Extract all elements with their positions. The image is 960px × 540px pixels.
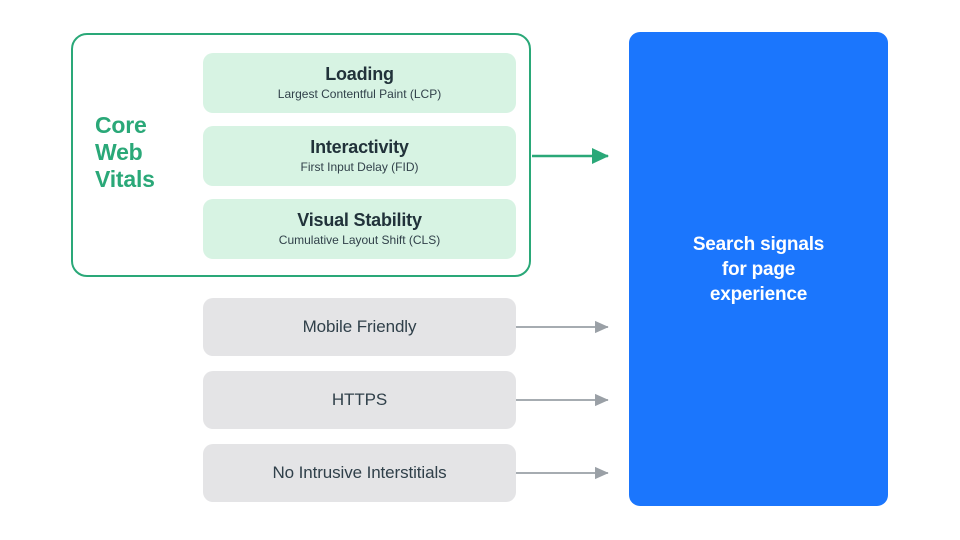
signal-box-https[interactable]: HTTPS	[203, 371, 516, 429]
signal-box-https-label: HTTPS	[331, 390, 388, 409]
signal-box-mobile-friendly-label: Mobile Friendly	[302, 317, 417, 336]
vital-card-visual-stability-subtitle: Cumulative Layout Shift (CLS)	[278, 232, 441, 247]
search-signals-panel-title: Search signals for page experience	[692, 233, 825, 305]
vital-card-interactivity[interactable]: Interactivity First Input Delay (FID)	[203, 126, 516, 186]
signal-box-mobile-friendly[interactable]: Mobile Friendly	[203, 298, 516, 356]
vital-card-loading[interactable]: Loading Largest Contentful Paint (LCP)	[203, 53, 516, 113]
search-signals-panel[interactable]: Search signals for page experience	[629, 32, 888, 506]
core-web-vitals-group-label: Core Web Vitals	[95, 112, 155, 192]
vital-card-interactivity-title: Interactivity	[310, 136, 409, 157]
vital-card-loading-subtitle: Largest Contentful Paint (LCP)	[277, 86, 442, 101]
vital-card-interactivity-subtitle: First Input Delay (FID)	[300, 159, 419, 174]
vital-card-visual-stability[interactable]: Visual Stability Cumulative Layout Shift…	[203, 199, 516, 259]
vital-card-visual-stability-title: Visual Stability	[297, 209, 422, 230]
signal-box-no-intrusive-interstitials[interactable]: No Intrusive Interstitials	[203, 444, 516, 502]
core-web-vitals-group	[71, 33, 531, 277]
vital-card-loading-title: Loading	[325, 63, 394, 84]
signal-box-no-intrusive-interstitials-label: No Intrusive Interstitials	[272, 463, 447, 482]
